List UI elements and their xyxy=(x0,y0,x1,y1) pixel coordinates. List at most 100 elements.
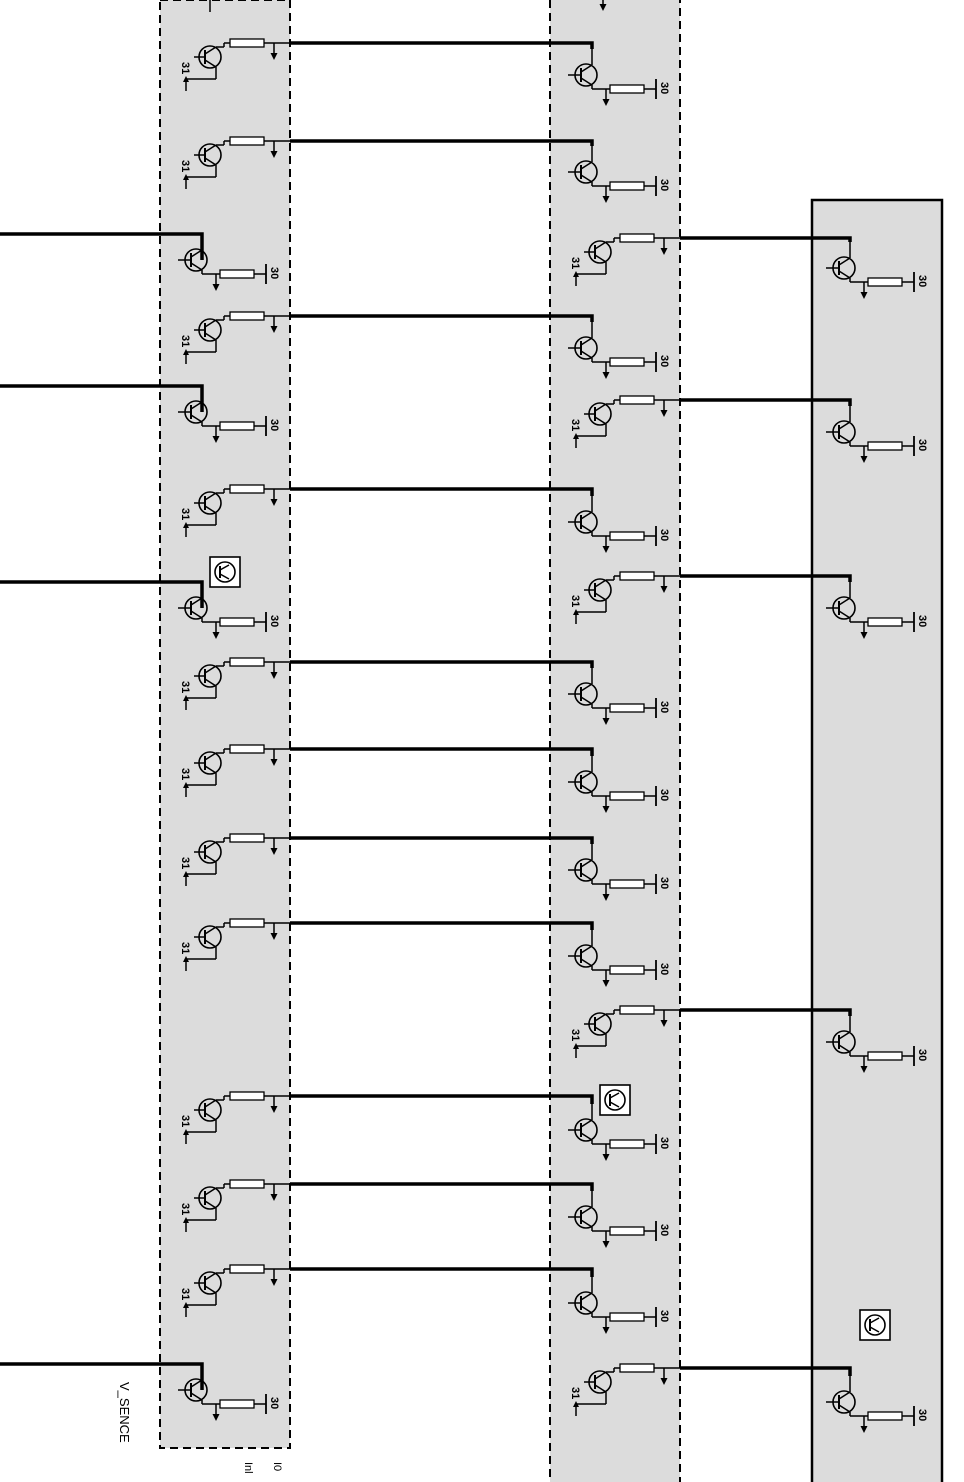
middle-stage-16: 31 xyxy=(569,1363,680,1416)
bottom-label-i0: I0 xyxy=(271,1462,283,1471)
middle-stage-3: 31 xyxy=(569,233,680,286)
pin-label-30: 30 xyxy=(268,615,280,627)
middle-stage-10: 30 xyxy=(568,844,670,901)
pin-label-30: 30 xyxy=(658,82,670,94)
pin-label-31: 31 xyxy=(179,335,191,347)
pin-label-30: 30 xyxy=(658,789,670,801)
right-stage-4: 30 xyxy=(826,1016,928,1073)
wire-left-to-middle-9 xyxy=(290,1094,594,1104)
wire-middle-to-right-3 xyxy=(680,574,852,582)
module-symbols xyxy=(209,556,891,1341)
middle-stage-11: 30 xyxy=(568,930,670,987)
pin-label-30: 30 xyxy=(658,877,670,889)
pin-label-31: 31 xyxy=(179,62,191,74)
wire-left-to-middle-6 xyxy=(290,747,594,756)
left-stage-7: 30 xyxy=(178,582,280,639)
wire-left-to-middle-11 xyxy=(290,1267,594,1277)
right-module-panel xyxy=(810,198,944,1482)
transistor-symbol-box-2 xyxy=(599,1084,631,1116)
pin-label-31: 31 xyxy=(179,857,191,869)
wire-left-to-middle-3 xyxy=(290,314,594,322)
left-stage-14: 31 xyxy=(179,1264,290,1317)
pin-label-31: 31 xyxy=(569,419,581,431)
wire-left-to-middle-8 xyxy=(290,921,594,930)
wire-left-to-middle-1 xyxy=(290,41,594,49)
wire-left-to-middle-10 xyxy=(290,1182,594,1191)
left-stage-2: 31 xyxy=(179,136,290,189)
pin-label-31: 31 xyxy=(179,1288,191,1300)
pin-label-31: 31 xyxy=(569,1387,581,1399)
left-stage-11: 31 xyxy=(179,918,290,971)
pin-label-30: 30 xyxy=(658,1224,670,1236)
middle-stage-7: 31 xyxy=(569,571,680,624)
pin-label-30: 30 xyxy=(268,419,280,431)
middle-module-panel xyxy=(549,0,681,1482)
middle-stage-8: 30 xyxy=(568,668,670,725)
wire-left-to-middle-7 xyxy=(290,836,594,844)
transistor-symbol-box-1 xyxy=(209,556,241,588)
pin-label-30: 30 xyxy=(658,1137,670,1149)
wire-middle-to-right-4 xyxy=(680,1008,852,1016)
left-stage-6: 31 xyxy=(179,484,290,537)
middle-stage-13: 30 xyxy=(568,1104,670,1161)
middle-stage-6: 30 xyxy=(568,496,670,553)
pin-label-30: 30 xyxy=(916,439,928,451)
left-stage-9: 31 xyxy=(179,744,290,797)
pin-label-31: 31 xyxy=(179,508,191,520)
pin-label-31: 31 xyxy=(569,257,581,269)
left-stage-8: 31 xyxy=(179,657,290,710)
pin-label-31: 31 xyxy=(569,1029,581,1041)
transistor-symbol-box-3 xyxy=(859,1309,891,1341)
v-sense-label: V_SENCE xyxy=(117,1382,132,1443)
left-stage-15: 30 xyxy=(178,1364,280,1421)
pin-label-30: 30 xyxy=(268,267,280,279)
pin-label-30: 30 xyxy=(658,963,670,975)
pin-label-30: 30 xyxy=(658,701,670,713)
right-stage-2: 30 xyxy=(826,406,928,463)
bottom-label-inl: Inl xyxy=(242,1462,254,1474)
pin-label-30: 30 xyxy=(658,1310,670,1322)
middle-stage-12: 31 xyxy=(569,1005,680,1058)
pin-label-30: 30 xyxy=(916,1049,928,1061)
transistor-stages: 31 31 30 31 30 31 30 31 31 31 31 31 31 31 30 30 30 31 30 31… xyxy=(178,38,928,1433)
wire-middle-to-right-1 xyxy=(680,236,852,242)
wire-left-to-middle-4 xyxy=(290,487,594,496)
wire-middle-to-right-5 xyxy=(680,1366,852,1376)
wire-middle-to-right-2 xyxy=(680,398,852,406)
middle-stage-9: 30 xyxy=(568,756,670,813)
middle-stage-2: 30 xyxy=(568,146,670,203)
right-stage-1: 30 xyxy=(826,242,928,299)
wire-left-to-middle-2 xyxy=(290,139,594,146)
left-stage-1: 31 xyxy=(179,38,290,91)
middle-stage-15: 30 xyxy=(568,1277,670,1334)
left-stage-10: 31 xyxy=(179,833,290,886)
right-stage-3: 30 xyxy=(826,582,928,639)
middle-stage-4: 30 xyxy=(568,322,670,379)
left-stage-13: 31 xyxy=(179,1179,290,1232)
left-module-panel xyxy=(159,0,291,1449)
left-stage-3: 30 xyxy=(178,234,280,291)
pin-label-31: 31 xyxy=(179,1115,191,1127)
middle-stage-14: 30 xyxy=(568,1191,670,1248)
pin-label-31: 31 xyxy=(179,681,191,693)
wire-left-to-middle-5 xyxy=(290,660,594,668)
pin-label-30: 30 xyxy=(658,179,670,191)
pin-label-31: 31 xyxy=(569,595,581,607)
left-stage-4: 31 xyxy=(179,311,290,364)
middle-stage-1: 30 xyxy=(568,49,670,106)
pin-label-30: 30 xyxy=(916,1409,928,1421)
left-stage-5: 30 xyxy=(178,386,280,443)
pin-label-30: 30 xyxy=(916,275,928,287)
pin-label-31: 31 xyxy=(179,768,191,780)
pin-label-30: 30 xyxy=(658,355,670,367)
middle-stage-5: 31 xyxy=(569,395,680,448)
pin-label-31: 31 xyxy=(179,1203,191,1215)
pin-label-30: 30 xyxy=(268,1397,280,1409)
pin-label-30: 30 xyxy=(916,615,928,627)
pin-label-31: 31 xyxy=(179,942,191,954)
left-stage-12: 31 xyxy=(179,1091,290,1144)
right-stage-5: 30 xyxy=(826,1376,928,1433)
pin-label-30: 30 xyxy=(658,529,670,541)
pin-label-31: 31 xyxy=(179,160,191,172)
